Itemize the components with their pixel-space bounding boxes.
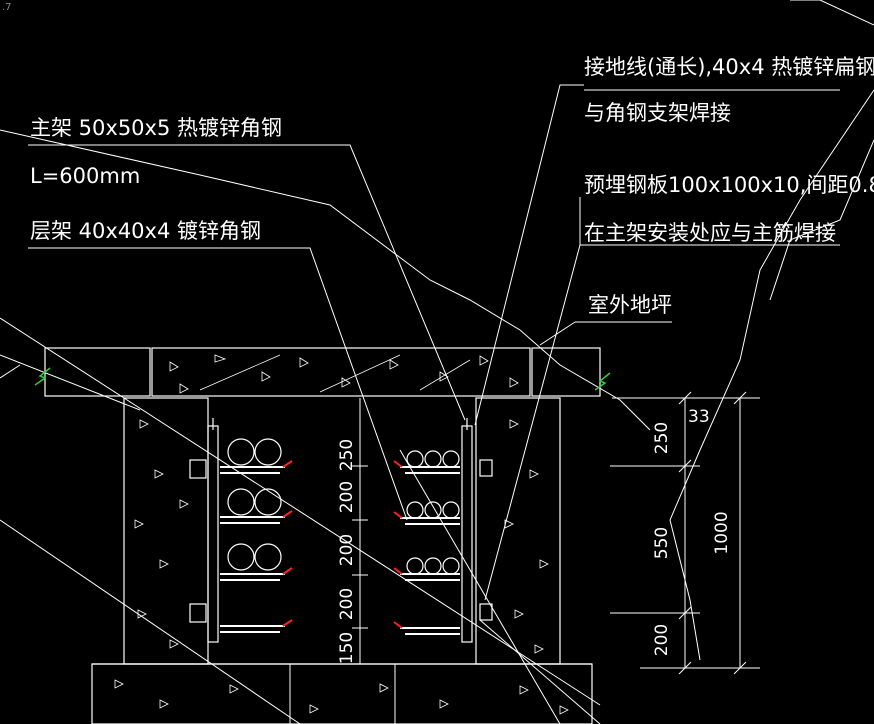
- tray-lip: [282, 567, 293, 575]
- dim-550-outer: 550: [652, 527, 672, 559]
- grade-slab: [44, 347, 601, 397]
- dim-1000-total: 1000: [712, 511, 732, 554]
- trench-base-slab: [91, 663, 593, 724]
- dim-150-inner: 150: [337, 632, 357, 664]
- dim-200-inner-2: 200: [337, 534, 357, 566]
- tray-lip: [282, 619, 293, 627]
- trench-right-wall: [475, 397, 561, 665]
- callout-embedded-plate-weld: 在主架安装处应与主筋焊接: [584, 221, 836, 245]
- dim-200-outer: 200: [652, 624, 672, 656]
- callout-outdoor-grade: 室外地坪: [588, 293, 672, 317]
- callout-embedded-plate: 预埋钢板100x100x10,间距0.8m: [584, 173, 874, 197]
- tray-lip: [393, 621, 403, 629]
- elevation-mark: 33: [688, 407, 710, 427]
- tray-lip: [393, 460, 403, 468]
- tray-lip: [282, 460, 293, 468]
- inner-dimension-chain: [352, 418, 368, 664]
- right-support-bracket: [393, 418, 493, 643]
- left-support-bracket: [189, 418, 293, 643]
- outer-dimension-chain: [610, 391, 760, 675]
- callout-ground-wire-weld: 与角钢支架焊接: [584, 101, 731, 125]
- dim-250-inner: 250: [337, 439, 357, 471]
- tray-lip: [393, 567, 403, 575]
- callout-ground-wire: 接地线(通长),40x4 热镀锌扁钢: [584, 55, 874, 79]
- callout-main-frame: 主架 50x50x5 热镀锌角钢: [30, 116, 282, 140]
- break-marks: [34, 367, 611, 391]
- callout-main-frame-length: L=600mm: [30, 164, 140, 188]
- tray-lip: [393, 511, 403, 519]
- corner-mark: .7: [2, 2, 12, 13]
- leader-lines: [28, 84, 840, 601]
- dim-250-outer: 250: [652, 422, 672, 454]
- dim-200-inner-3: 200: [337, 588, 357, 620]
- dim-200-inner-1: 200: [337, 481, 357, 513]
- trench-left-wall: [123, 397, 209, 665]
- tray-lip: [282, 510, 293, 518]
- callout-tier-frame: 层架 40x40x4 镀锌角钢: [30, 219, 261, 243]
